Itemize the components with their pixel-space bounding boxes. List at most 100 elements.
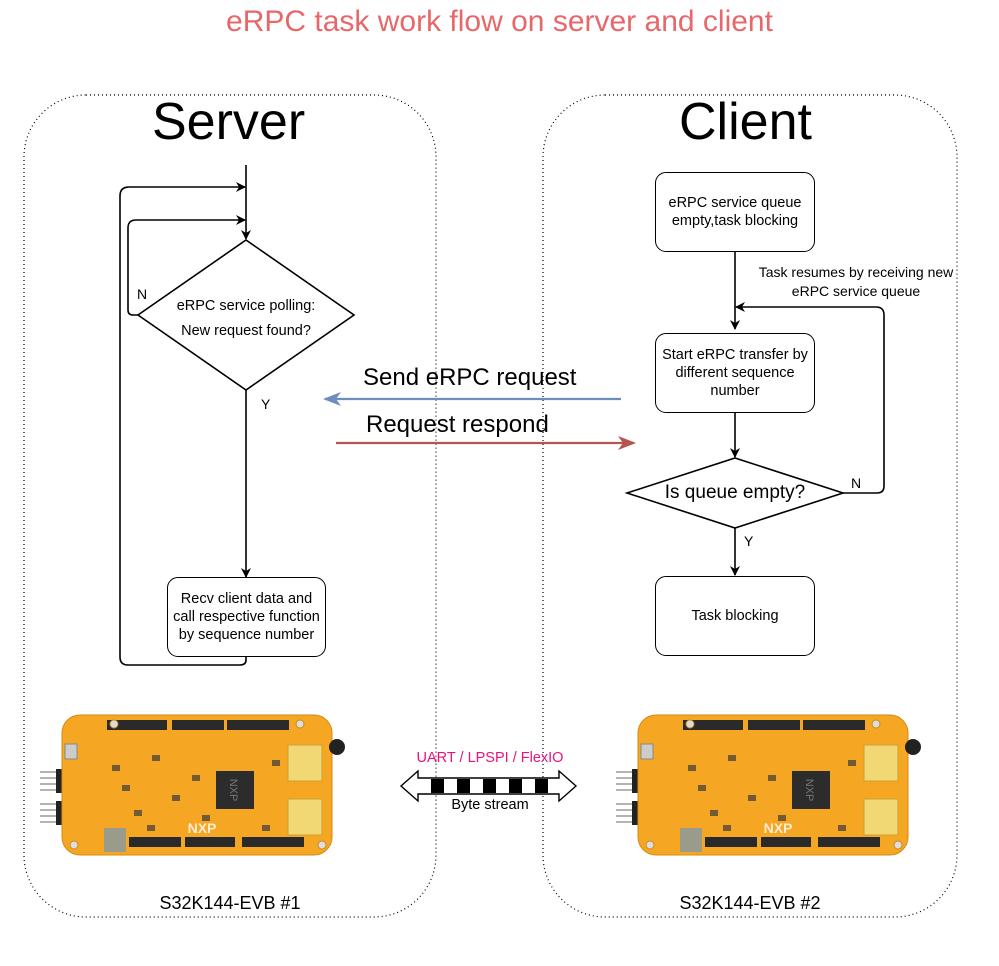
smd-component [748, 795, 756, 801]
nxp-chip-logo: NXP [803, 779, 815, 802]
usb-b-port [104, 828, 126, 852]
server-decision-text-2: New request found? [181, 323, 311, 339]
smd-component [172, 795, 180, 801]
byte-cell [470, 779, 483, 793]
interface-label: UART / LPSPI / FlexIO [416, 750, 564, 766]
smd-component [723, 825, 731, 831]
byte-stream-arrow [399, 769, 578, 803]
buzzer [905, 739, 921, 755]
smd-component [710, 810, 718, 816]
pcb [61, 714, 333, 856]
client-resume-note-2: eRPC service queue [791, 283, 921, 299]
byte-cell [431, 779, 444, 793]
server-heading: Server [152, 93, 306, 151]
connector-header [242, 837, 304, 847]
board-1-label: S32K144-EVB #1 [159, 893, 301, 913]
connector-header [803, 720, 865, 730]
client-no-loop [735, 302, 885, 494]
smd-component [688, 765, 696, 771]
client-queue-empty-box: eRPC service queue empty,task blocking [655, 172, 815, 252]
smd-component [134, 810, 142, 816]
server-decision-text-1: eRPC service polling: [176, 298, 316, 314]
byte-cell [483, 779, 496, 793]
client-panel [542, 94, 958, 918]
server-decision-diamond [136, 239, 356, 391]
smd-component [122, 785, 130, 791]
smd-component [202, 815, 210, 821]
server-no-label: N [137, 286, 148, 302]
byte-cell [457, 779, 470, 793]
connector-header [107, 720, 167, 730]
smd-component [728, 755, 736, 761]
connector-header [748, 720, 800, 730]
connector-header [129, 837, 181, 847]
usb-port [640, 743, 654, 760]
smd-component [152, 755, 160, 761]
mounting-hole [109, 719, 119, 729]
board-2-label: S32K144-EVB #2 [679, 893, 821, 913]
mounting-hole [645, 840, 655, 850]
usb-b-port [680, 828, 702, 852]
buzzer [329, 739, 345, 755]
server-outer-loop [119, 182, 247, 666]
byte-cell [444, 779, 457, 793]
connector-header [761, 837, 811, 847]
mounting-hole [295, 719, 305, 729]
server-no-loop [127, 215, 246, 316]
s32k144-evb-board-1: NXP NXP [40, 714, 345, 856]
usb-port [64, 743, 78, 760]
smd-component [262, 825, 270, 831]
client-transfer-box: Start eRPC transfer by different sequenc… [655, 333, 815, 413]
client-resume-note-1: Task resumes by receiving new [758, 264, 954, 280]
pcb [637, 714, 909, 856]
client-heading: Client [679, 93, 812, 151]
client-no-label: N [851, 475, 862, 491]
touch-pad [863, 798, 899, 836]
server-process-text: Recv client data and call respective fun… [173, 591, 320, 643]
client-decision-text: Is queue empty? [664, 482, 806, 503]
smd-component [698, 785, 706, 791]
connector-header [705, 837, 757, 847]
connector-header [683, 720, 743, 730]
connector-header [227, 720, 289, 730]
nxp-chip-logo: NXP [227, 779, 239, 802]
byte-cell [509, 779, 522, 793]
mcu-chip [792, 771, 830, 809]
smd-component [147, 825, 155, 831]
touch-pad [287, 798, 323, 836]
mounting-hole [69, 840, 79, 850]
nxp-board-logo: NXP [188, 820, 217, 836]
client-transfer-text: Start eRPC transfer by different sequenc… [662, 347, 808, 399]
mounting-hole [317, 840, 327, 850]
send-request-label: Send eRPC request [363, 364, 577, 391]
server-process-box: Recv client data and call respective fun… [167, 577, 326, 657]
smd-component [778, 815, 786, 821]
mcu-chip [216, 771, 254, 809]
server-panel [23, 94, 437, 918]
mounting-hole [871, 719, 881, 729]
byte-cell [496, 779, 509, 793]
diagram-title: eRPC task work flow on server and client [226, 5, 773, 38]
smd-component [192, 775, 200, 781]
client-yes-label: Y [744, 533, 754, 549]
smd-component [768, 775, 776, 781]
connector-header [172, 720, 224, 730]
connector-header [185, 837, 235, 847]
server-yes-label: Y [261, 396, 271, 412]
pin-header [632, 801, 640, 825]
request-respond-label: Request respond [366, 411, 549, 438]
pin-header [632, 769, 640, 793]
smd-component [272, 760, 280, 766]
smd-component [838, 825, 846, 831]
pin-header [56, 801, 64, 825]
smd-component [848, 760, 856, 766]
touch-pad [863, 744, 899, 782]
s32k144-evb-board-2: NXP NXP [616, 714, 921, 856]
byte-cell [522, 779, 535, 793]
nxp-board-logo: NXP [764, 820, 793, 836]
mounting-hole [685, 719, 695, 729]
smd-component [112, 765, 120, 771]
client-task-blocking-box: Task blocking [655, 576, 815, 656]
mounting-hole [893, 840, 903, 850]
